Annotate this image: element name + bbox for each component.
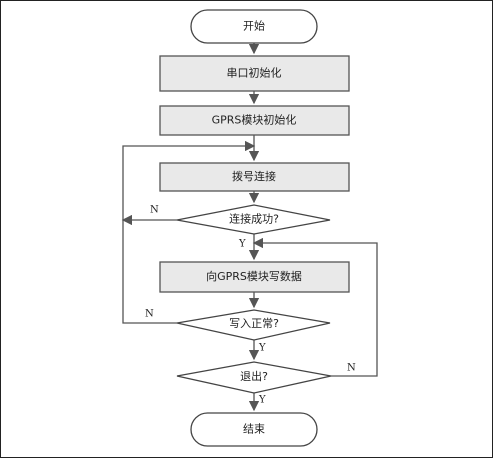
dial-process — [159, 162, 350, 192]
dial-label: 拨号连接 — [232, 169, 276, 183]
exit-decision — [176, 361, 332, 394]
end-terminal — [190, 412, 318, 447]
write-data-label: 向GPRS模块写数据 — [206, 269, 302, 283]
start-terminal — [190, 9, 318, 44]
serial-init-label: 串口初始化 — [227, 66, 282, 80]
exit-yes-label: Y — [258, 395, 266, 406]
write-no-label: N — [145, 309, 154, 320]
write-ok-decision — [176, 309, 331, 341]
start-label: 开始 — [243, 19, 265, 33]
write-yes-label: Y — [258, 343, 266, 354]
exit-label: 退出? — [240, 369, 268, 383]
write-ok-label: 写入正常? — [229, 317, 279, 330]
write-data-process — [159, 261, 350, 293]
end-label: 结束 — [243, 423, 265, 436]
connect-yes-label: Y — [238, 239, 246, 250]
connect-ok-label: 连接成功? — [229, 213, 279, 226]
serial-init-process — [159, 55, 350, 92]
connect-no-label: N — [150, 205, 159, 216]
edge-exit-check-no-loop — [252, 237, 378, 377]
connect-ok-decision — [176, 204, 331, 235]
gprs-init-process — [159, 105, 350, 136]
exit-no-label: N — [347, 363, 356, 374]
edge-write-check-no-loop — [122, 140, 256, 324]
gprs-init-label: GPRS模块初始化 — [212, 113, 297, 127]
